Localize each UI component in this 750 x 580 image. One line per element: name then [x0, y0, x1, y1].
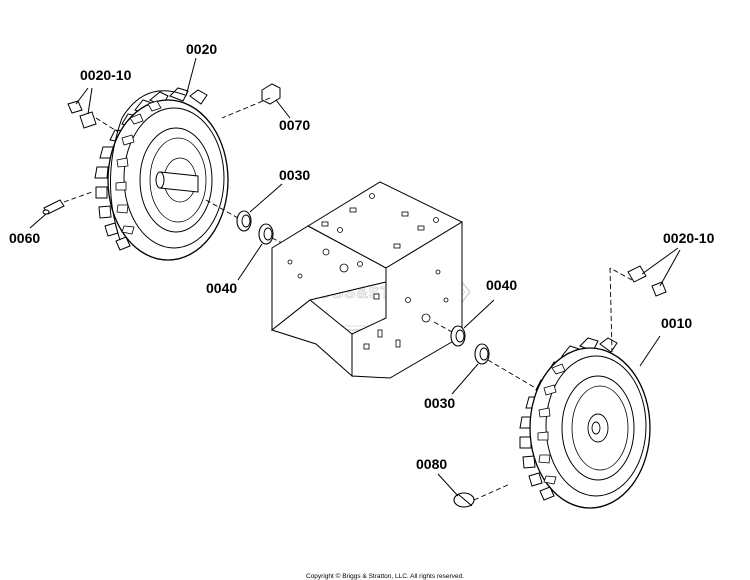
klik-pin — [437, 473, 511, 508]
label-0040-right: 0040 — [486, 277, 517, 293]
hex-nut — [221, 83, 291, 119]
left-washer-0030 — [236, 183, 283, 232]
label-0020-10-right: 0020-10 — [663, 230, 715, 246]
left-wheel-assembly — [94, 87, 229, 261]
label-0010: 0010 — [661, 315, 692, 331]
label-0020-10-left: 0020-10 — [80, 67, 132, 83]
right-valve-pin — [609, 247, 681, 353]
label-0070: 0070 — [279, 117, 310, 133]
right-washer-0030 — [451, 343, 490, 395]
left-axle — [159, 171, 199, 193]
label-0020: 0020 — [186, 41, 217, 57]
left-washer-0040 — [237, 223, 274, 281]
right-wheel-assembly — [519, 335, 661, 509]
copyright-notice: Copyright © Briggs & Stratton, LLC. All … — [306, 572, 464, 580]
label-0080: 0080 — [416, 456, 447, 472]
right-washer-0040 — [450, 299, 495, 347]
left-clevis-pin — [29, 191, 93, 229]
label-0040-left: 0040 — [206, 280, 237, 296]
label-0030-top: 0030 — [279, 167, 310, 183]
left-valve-pin — [67, 87, 119, 133]
label-0030-bottom: 0030 — [424, 395, 455, 411]
label-0060: 0060 — [9, 230, 40, 246]
